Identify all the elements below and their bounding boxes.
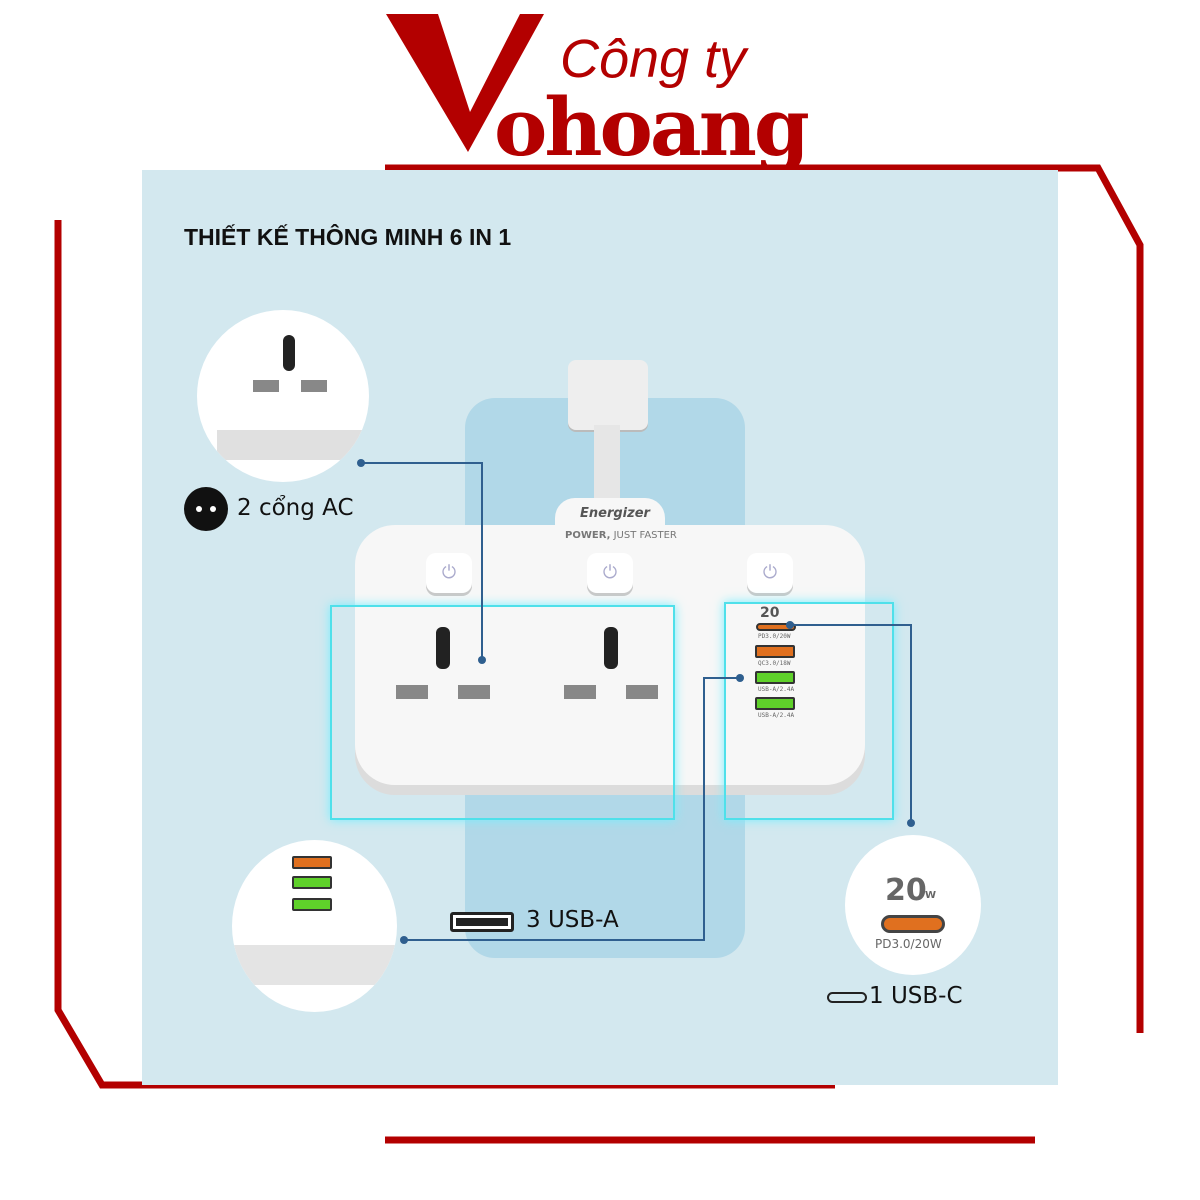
page-title: THIẾT KẾ THÔNG MINH 6 IN 1 [184, 224, 512, 250]
logo-v-shape [386, 14, 544, 152]
plug-icon [568, 360, 648, 430]
ac-socket-1 [396, 625, 490, 705]
qc-usb-a-port [755, 645, 795, 658]
power-button-3: ⏻ [747, 553, 793, 593]
energizer-logo: Energizer [580, 506, 650, 521]
ac-outlet-icon [184, 487, 228, 531]
ac-highlight-box [330, 605, 675, 820]
usb-c-port [756, 623, 796, 631]
slogan-bold: POWER, [565, 530, 611, 541]
ac-socket-closeup [197, 310, 369, 482]
slogan-text: JUST FASTER [613, 530, 677, 541]
usb-a-label: 3 USB-A [526, 907, 619, 933]
port-label: USB-A/2.4A [758, 712, 795, 719]
port-label: USB-A/2.4A [758, 686, 795, 693]
logo-brand-text: ohoang [494, 80, 810, 174]
power-button-2: ⏻ [587, 553, 633, 593]
usb-a-closeup [232, 840, 397, 1012]
ac-socket-2 [564, 625, 658, 705]
frame-line-left [54, 220, 835, 1089]
usb-c-closeup: 20 W PD3.0/20W [845, 835, 981, 975]
usb-a-icon [450, 912, 514, 932]
usb-a-port [755, 671, 795, 684]
slogan: POWER, JUST FASTER [565, 530, 677, 541]
usb-c-label: 1 USB-C [869, 983, 963, 1009]
usb-highlight-box [724, 602, 894, 820]
usbc-badge: 20 [885, 873, 927, 908]
usb-c-icon [827, 992, 867, 1003]
20w-badge: 20 [760, 605, 780, 621]
logo-company-text: Công ty [560, 29, 747, 89]
port-label: PD3.0/20W [758, 633, 791, 640]
port-label: QC3.0/18W [758, 660, 791, 667]
usb-c-port-large [881, 915, 945, 933]
usbc-spec: PD3.0/20W [875, 937, 942, 951]
usb-a-port [755, 697, 795, 710]
power-button-1: ⏻ [426, 553, 472, 593]
ac-ports-label: 2 cổng AC [237, 495, 354, 521]
usbc-badge-unit: W [925, 890, 937, 901]
frame-line-top [385, 164, 1144, 1033]
